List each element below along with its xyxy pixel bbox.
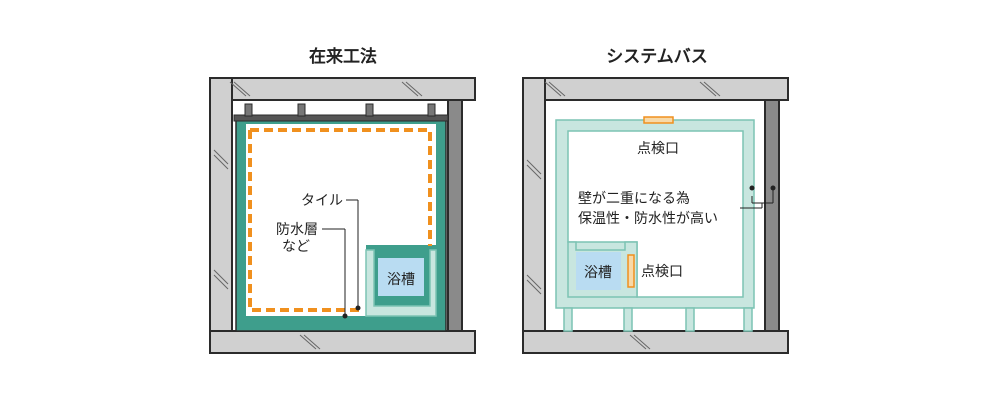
left-bathtub-label: 浴槽 xyxy=(387,272,415,288)
double-wall-leader xyxy=(740,185,776,209)
right-bathtub-box xyxy=(576,252,621,290)
right-partition-wall xyxy=(764,99,780,332)
right-bathtub-label: 浴槽 xyxy=(584,265,612,281)
left-concrete-frame xyxy=(209,77,476,354)
left-waterproof-layer xyxy=(248,128,432,312)
right-panel-title: システムバス xyxy=(606,47,708,67)
inspection-hatch-side xyxy=(627,254,635,288)
waterproof-label-line2: など xyxy=(282,239,310,255)
waterproof-label-line1: 防水層 xyxy=(276,222,318,238)
left-ceiling-joist xyxy=(233,114,449,122)
left-panel-title: 在来工法 xyxy=(309,46,377,67)
inspection-side-label: 点検口 xyxy=(641,264,683,280)
inspection-hatch-top xyxy=(643,116,674,124)
feature-line1: 壁が二重になる為 xyxy=(578,191,690,207)
right-concrete-frame xyxy=(522,77,789,354)
right-bathtub: 浴槽 xyxy=(567,241,638,298)
feature-line2: 保温性・防水性が高い xyxy=(578,210,718,227)
left-bathtub-box xyxy=(378,258,424,296)
inspection-top-label: 点検口 xyxy=(637,141,679,157)
left-panel: 在来工法 xyxy=(209,46,476,354)
left-interior-room xyxy=(246,124,436,316)
left-ceiling-hangers xyxy=(244,103,436,117)
left-bathtub: 浴槽 xyxy=(365,249,437,317)
right-panel: システムバス 浴槽 xyxy=(522,47,789,354)
left-partition-wall xyxy=(447,99,463,332)
tile-label: タイル xyxy=(301,193,343,209)
left-leader-lines xyxy=(322,199,361,319)
unit-support-legs xyxy=(563,307,753,332)
